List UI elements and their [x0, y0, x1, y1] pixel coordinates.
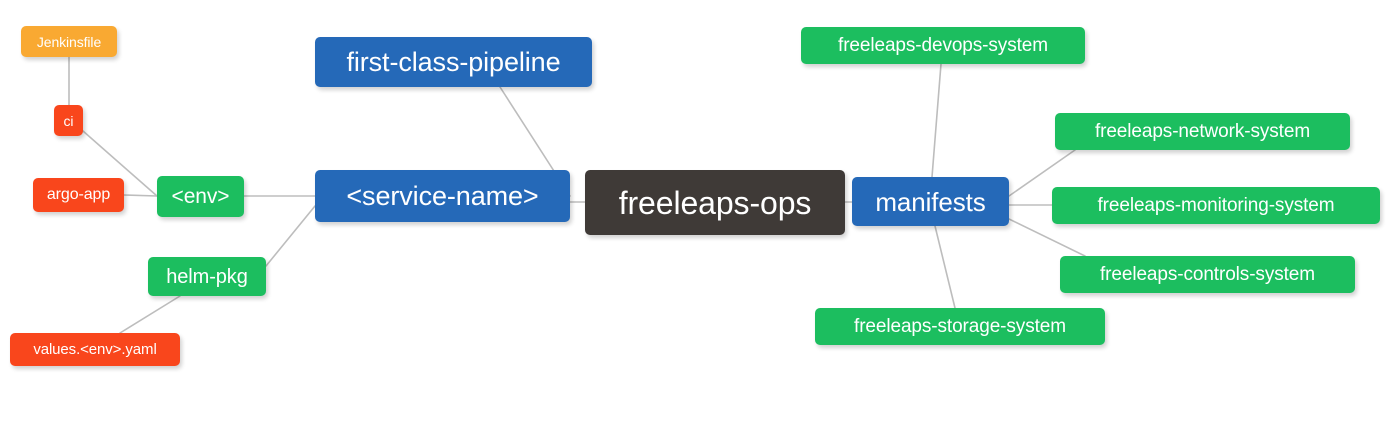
- node-label-jenkinsfile: Jenkinsfile: [36, 33, 102, 50]
- mindmap-node-freeleaps-controls-system[interactable]: freeleaps-controls-system: [1060, 256, 1355, 293]
- node-label-values-yaml: values.<env>.yaml: [33, 341, 157, 358]
- edge-manifests-to-freeleaps-devops-system: [931, 63, 942, 178]
- node-label-argo-app: argo-app: [46, 186, 111, 203]
- node-label-service-name: <service-name>: [346, 180, 539, 211]
- node-label-env: <env>: [171, 185, 230, 208]
- node-label-manifests: manifests: [875, 186, 986, 217]
- node-label-freeleaps-network-system: freeleaps-network-system: [1094, 121, 1311, 142]
- node-label-first-class-pipeline: first-class-pipeline: [346, 46, 561, 77]
- mindmap-node-values-yaml[interactable]: values.<env>.yaml: [10, 333, 180, 366]
- edge-helm-pkg-to-values-yaml: [119, 295, 181, 334]
- node-label-freeleaps-controls-system: freeleaps-controls-system: [1099, 264, 1316, 285]
- mindmap-node-ci[interactable]: ci: [54, 105, 83, 136]
- node-label-helm-pkg: helm-pkg: [166, 265, 248, 288]
- node-label-ci: ci: [63, 112, 74, 129]
- edge-manifests-to-freeleaps-storage-system: [934, 225, 956, 309]
- node-label-freeleaps-devops-system: freeleaps-devops-system: [838, 35, 1048, 56]
- mindmap-node-manifests[interactable]: manifests: [852, 177, 1009, 226]
- mindmap-node-helm-pkg[interactable]: helm-pkg: [148, 257, 266, 296]
- mindmap-node-freeleaps-network-system[interactable]: freeleaps-network-system: [1055, 113, 1350, 150]
- mindmap-node-argo-app[interactable]: argo-app: [33, 178, 124, 212]
- mindmap-node-freeleaps-devops-system[interactable]: freeleaps-devops-system: [801, 27, 1085, 64]
- mindmap-node-freeleaps-ops[interactable]: freeleaps-ops: [585, 170, 845, 235]
- mindmap-node-freeleaps-storage-system[interactable]: freeleaps-storage-system: [815, 308, 1105, 345]
- node-label-freeleaps-storage-system: freeleaps-storage-system: [854, 316, 1066, 337]
- mindmap-node-env[interactable]: <env>: [157, 176, 244, 217]
- edge-manifests-to-freeleaps-controls-system: [1008, 218, 1086, 257]
- node-label-freeleaps-ops: freeleaps-ops: [618, 184, 812, 221]
- mindmap-node-freeleaps-monitoring-system[interactable]: freeleaps-monitoring-system: [1052, 187, 1380, 224]
- mindmap-node-first-class-pipeline[interactable]: first-class-pipeline: [315, 37, 592, 87]
- edge-service-name-to-helm-pkg: [265, 205, 316, 267]
- mindmap-node-jenkinsfile[interactable]: Jenkinsfile: [21, 26, 117, 57]
- mindmap-node-service-name[interactable]: <service-name>: [315, 170, 570, 222]
- node-label-freeleaps-monitoring-system: freeleaps-monitoring-system: [1097, 195, 1335, 216]
- edge-argo-app-to-env: [123, 194, 158, 197]
